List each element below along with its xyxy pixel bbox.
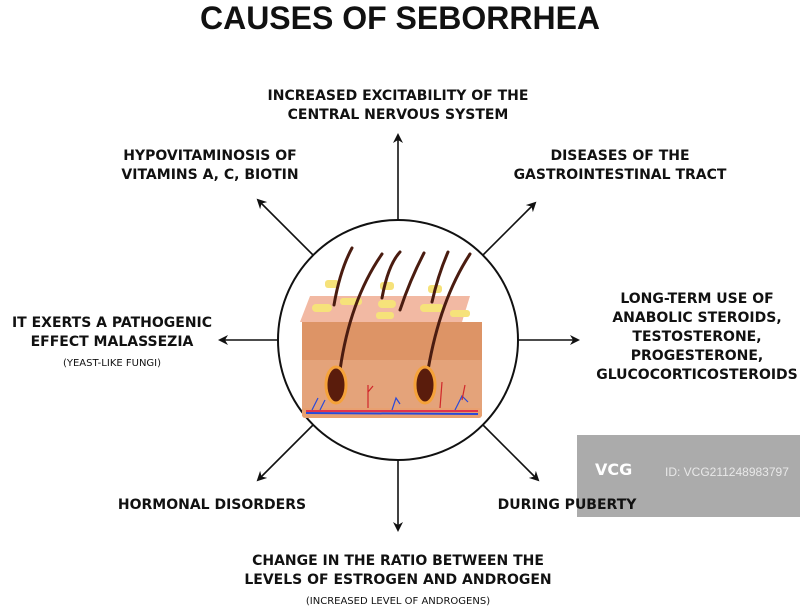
arrow-sw	[256, 424, 314, 482]
page-title: CAUSES OF SEBORRHEA	[199, 0, 601, 36]
watermark: VCG ID: VCG211248983797	[577, 435, 800, 517]
cause-puberty: DURING PUBERTY	[497, 497, 637, 513]
watermark-logo: VCG	[595, 460, 633, 479]
arrows	[218, 133, 580, 532]
arrow-nw	[256, 198, 314, 256]
note-yeast-like-fungi: (YEAST-LIKE FUNGI)	[62, 358, 162, 369]
note-androgens: (INCREASED LEVEL OF ANDROGENS)	[305, 596, 491, 607]
cause-hormonal-disorders: HORMONAL DISORDERS	[117, 497, 307, 513]
arrow-se	[482, 424, 540, 482]
skin-illustration	[300, 246, 482, 418]
watermark-id: ID: VCG211248983797	[665, 465, 789, 479]
arrow-ne	[482, 201, 537, 256]
